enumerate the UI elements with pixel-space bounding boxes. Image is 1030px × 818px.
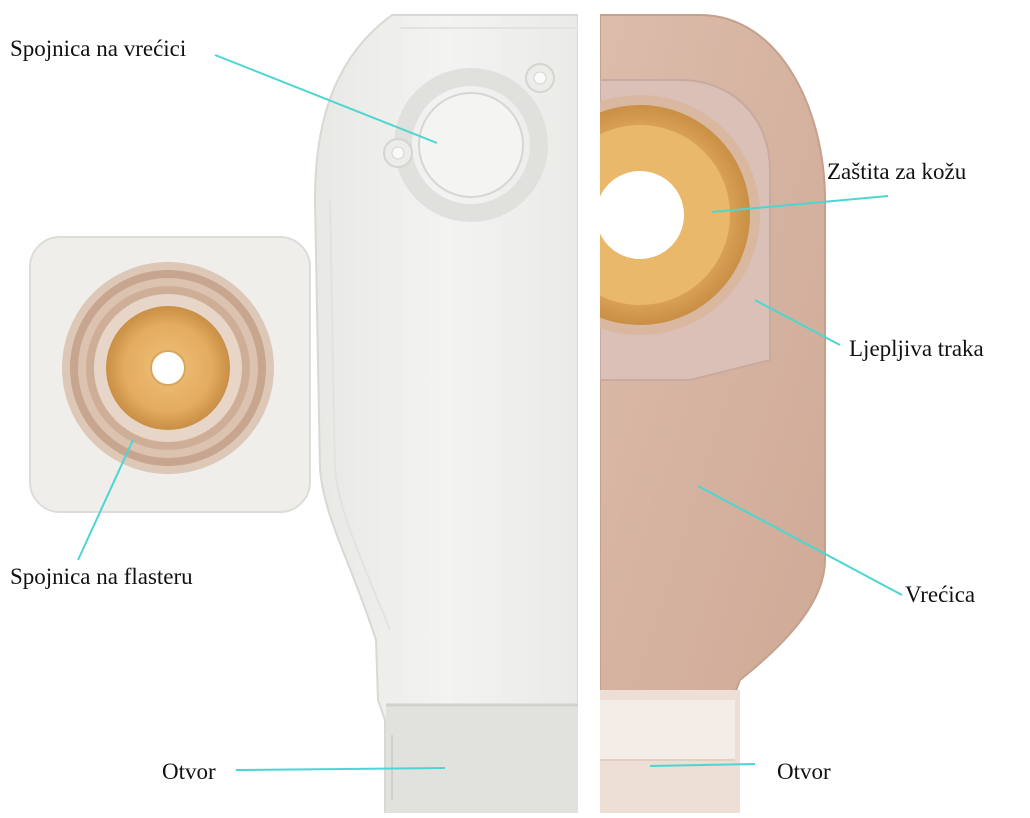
- clear-outlet: [386, 705, 578, 813]
- label-outlet-right: Otvor: [777, 760, 831, 783]
- label-outlet-left: Otvor: [162, 760, 216, 783]
- flange-wafer: [30, 237, 310, 512]
- label-flange-coupling: Spojnica na flasteru: [10, 565, 193, 588]
- label-pouch: Vrećica: [905, 583, 975, 606]
- label-adhesive-tape: Ljepljiva traka: [849, 337, 984, 360]
- label-pouch-coupling: Spojnica na vrećici: [10, 37, 186, 60]
- label-skin-barrier: Zaštita za kožu: [827, 160, 966, 183]
- clear-pouch: [315, 15, 578, 813]
- beige-outlet: [600, 690, 740, 813]
